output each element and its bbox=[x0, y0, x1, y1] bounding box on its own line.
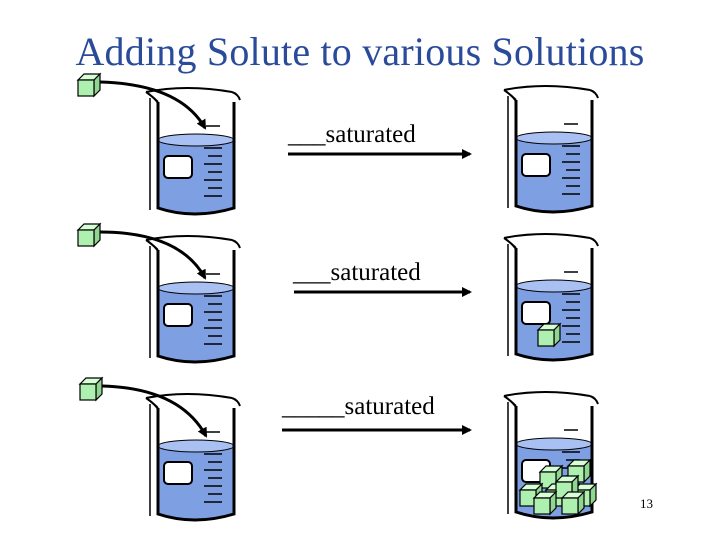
page-number: 13 bbox=[640, 496, 653, 511]
row-3-left-beaker bbox=[144, 392, 242, 522]
row-2-cube bbox=[77, 223, 101, 247]
row-3-cube bbox=[79, 377, 103, 401]
row-3-curved-arrow bbox=[101, 384, 208, 438]
row-1-left-beaker bbox=[144, 86, 242, 216]
row-3-word: saturated bbox=[344, 393, 435, 420]
row-2-blank: ___ bbox=[293, 259, 331, 286]
row-2-label: ___saturated bbox=[293, 259, 421, 287]
slide-title: Adding Solute to various Solutions bbox=[75, 29, 645, 74]
row-1-right-beaker bbox=[502, 84, 600, 214]
row-1-label: ___saturated bbox=[288, 121, 416, 149]
row-1-cube bbox=[77, 73, 101, 97]
row-1-blank: ___ bbox=[288, 121, 326, 148]
row-3-label: _____saturated bbox=[282, 393, 435, 421]
row-2-word: saturated bbox=[330, 259, 421, 286]
row-2-undissolved-cube bbox=[537, 323, 561, 347]
row-1-curved-arrow bbox=[99, 80, 207, 130]
row-1-word: saturated bbox=[325, 121, 416, 148]
row-2-curved-arrow bbox=[99, 230, 207, 280]
row-3-blank: _____ bbox=[282, 393, 345, 420]
row-2-left-beaker bbox=[144, 234, 242, 364]
